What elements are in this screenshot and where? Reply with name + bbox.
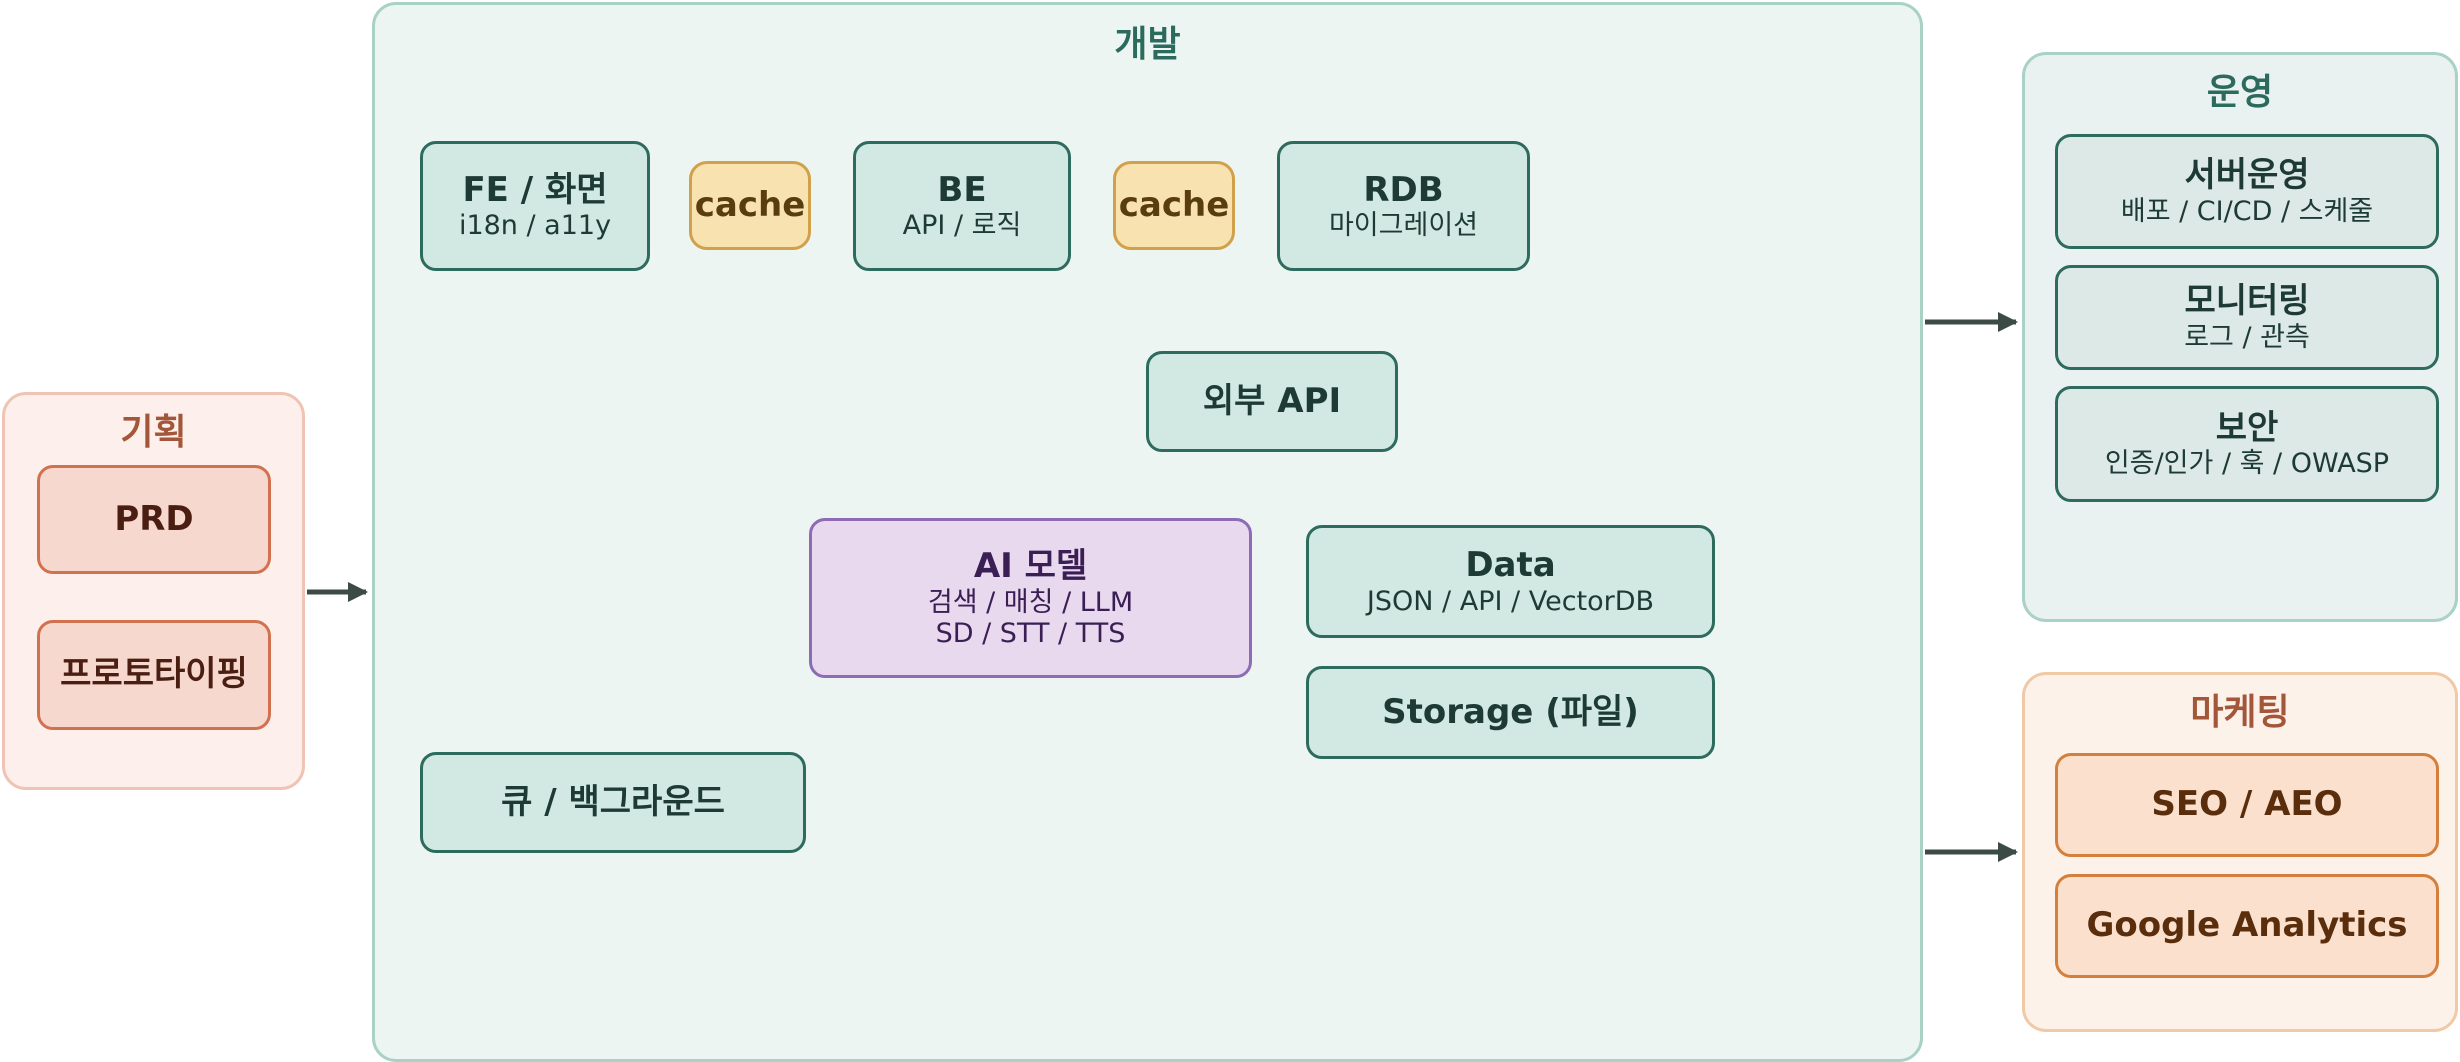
node-data[interactable]: Data JSON / API / VectorDB [1306, 525, 1715, 638]
node-ai-model-title: AI 모델 [973, 546, 1088, 587]
node-ai-model-sub-2: SD / STT / TTS [935, 617, 1126, 649]
node-external-api[interactable]: 외부 API [1146, 351, 1398, 452]
node-security-sub: 인증/인가 / 훅 / OWASP [2104, 448, 2390, 480]
node-server-ops-sub: 배포 / CI/CD / 스케줄 [2120, 195, 2374, 227]
node-server-ops-title: 서버운영 [2184, 155, 2310, 196]
node-monitoring-title: 모니터링 [2184, 281, 2310, 322]
group-plan-title: 기획 [120, 412, 187, 453]
node-prototyping[interactable]: 프로토타이핑 [37, 620, 271, 730]
node-queue[interactable]: 큐 / 백그라운드 [420, 752, 806, 853]
node-fe[interactable]: FE / 화면 i18n / a11y [420, 141, 650, 271]
node-cache-2[interactable]: cache [1113, 161, 1235, 250]
node-cache-1[interactable]: cache [689, 161, 811, 250]
node-security-title: 보안 [2215, 407, 2279, 448]
node-rdb-sub: 마이그레이션 [1328, 210, 1479, 242]
group-marketing-title: 마케팅 [2190, 692, 2290, 733]
node-data-sub: JSON / API / VectorDB [1366, 585, 1655, 617]
node-ai-model-sub-1: 검색 / 매칭 / LLM [927, 586, 1134, 618]
node-security[interactable]: 보안 인증/인가 / 훅 / OWASP [2055, 386, 2439, 502]
node-storage[interactable]: Storage (파일) [1306, 666, 1715, 759]
node-prd[interactable]: PRD [37, 465, 271, 574]
node-monitoring-sub: 로그 / 관측 [2184, 321, 2310, 353]
node-be[interactable]: BE API / 로직 [853, 141, 1071, 271]
node-prototyping-title: 프로토타이핑 [60, 654, 248, 695]
group-dev-title: 개발 [1114, 24, 1181, 65]
group-ops-title: 운영 [2206, 72, 2274, 113]
node-seo-title: SEO / AEO [2151, 784, 2343, 825]
node-fe-sub: i18n / a11y [458, 210, 612, 242]
node-be-sub: API / 로직 [902, 210, 1022, 242]
node-be-title: BE [937, 169, 987, 210]
node-google-analytics-title: Google Analytics [2086, 905, 2408, 946]
node-prd-title: PRD [114, 498, 194, 539]
node-seo[interactable]: SEO / AEO [2055, 753, 2439, 857]
group-plan: 기획 [2, 392, 305, 790]
node-fe-title: FE / 화면 [462, 169, 608, 210]
node-external-api-title: 외부 API [1202, 380, 1342, 421]
node-data-title: Data [1465, 545, 1556, 586]
node-storage-title: Storage (파일) [1382, 691, 1639, 732]
node-rdb-title: RDB [1363, 169, 1444, 210]
node-rdb[interactable]: RDB 마이그레이션 [1277, 141, 1530, 271]
node-queue-title: 큐 / 백그라운드 [501, 781, 725, 822]
node-cache-2-title: cache [1118, 184, 1230, 225]
node-google-analytics[interactable]: Google Analytics [2055, 874, 2439, 978]
node-server-ops[interactable]: 서버운영 배포 / CI/CD / 스케줄 [2055, 134, 2439, 249]
node-ai-model[interactable]: AI 모델 검색 / 매칭 / LLM SD / STT / TTS [809, 518, 1252, 678]
node-cache-1-title: cache [694, 184, 806, 225]
node-monitoring[interactable]: 모니터링 로그 / 관측 [2055, 265, 2439, 370]
